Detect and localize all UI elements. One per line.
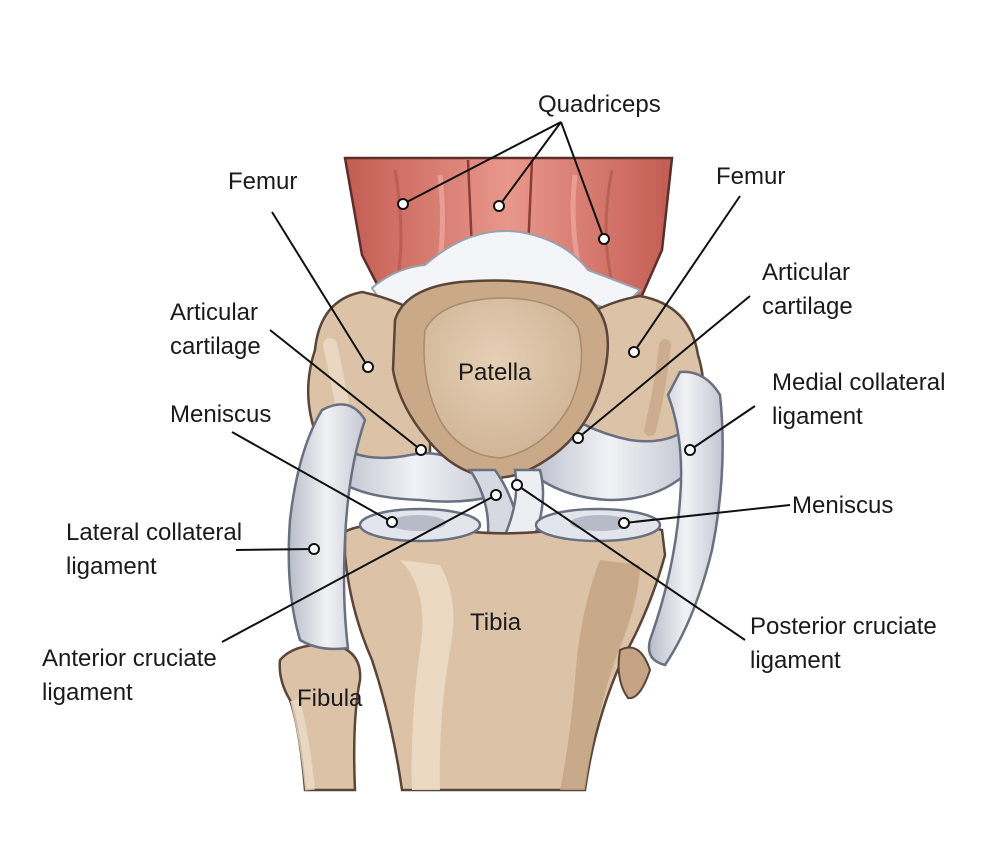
tibia-bone [343,523,667,792]
label-articular-cartilage-right-line1: Articular [762,259,850,286]
label-posterior-cruciate-line1: Posterior cruciate [750,613,937,640]
label-medial-collateral-line1: Medial collateral [772,369,945,396]
label-anterior-cruciate-line2: ligament [42,679,133,706]
label-articular-cartilage-left-line1: Articular [170,299,258,326]
label-fibula: Fibula [297,685,363,712]
label-meniscus-left: Meniscus [170,401,271,428]
labels: Quadriceps Femur Femur Articular cartila… [42,91,945,712]
label-femur-left: Femur [228,168,297,195]
label-anterior-cruciate-line1: Anterior cruciate [42,645,217,672]
label-articular-cartilage-left-line2: cartilage [170,333,261,360]
label-medial-collateral-line2: ligament [772,403,863,430]
label-posterior-cruciate-line2: ligament [750,647,841,674]
label-lateral-collateral-line1: Lateral collateral [66,519,242,546]
patella-bone [391,279,610,480]
fibula-bone [278,643,362,792]
label-meniscus-right: Meniscus [792,492,893,519]
label-lateral-collateral-line2: ligament [66,553,157,580]
label-tibia: Tibia [470,609,522,636]
collateral-ligaments [287,370,724,700]
leader-lines [221,121,791,643]
label-femur-right: Femur [716,163,785,190]
label-articular-cartilage-right-line2: cartilage [762,293,853,320]
label-patella: Patella [458,359,532,386]
label-quadriceps: Quadriceps [538,91,661,118]
